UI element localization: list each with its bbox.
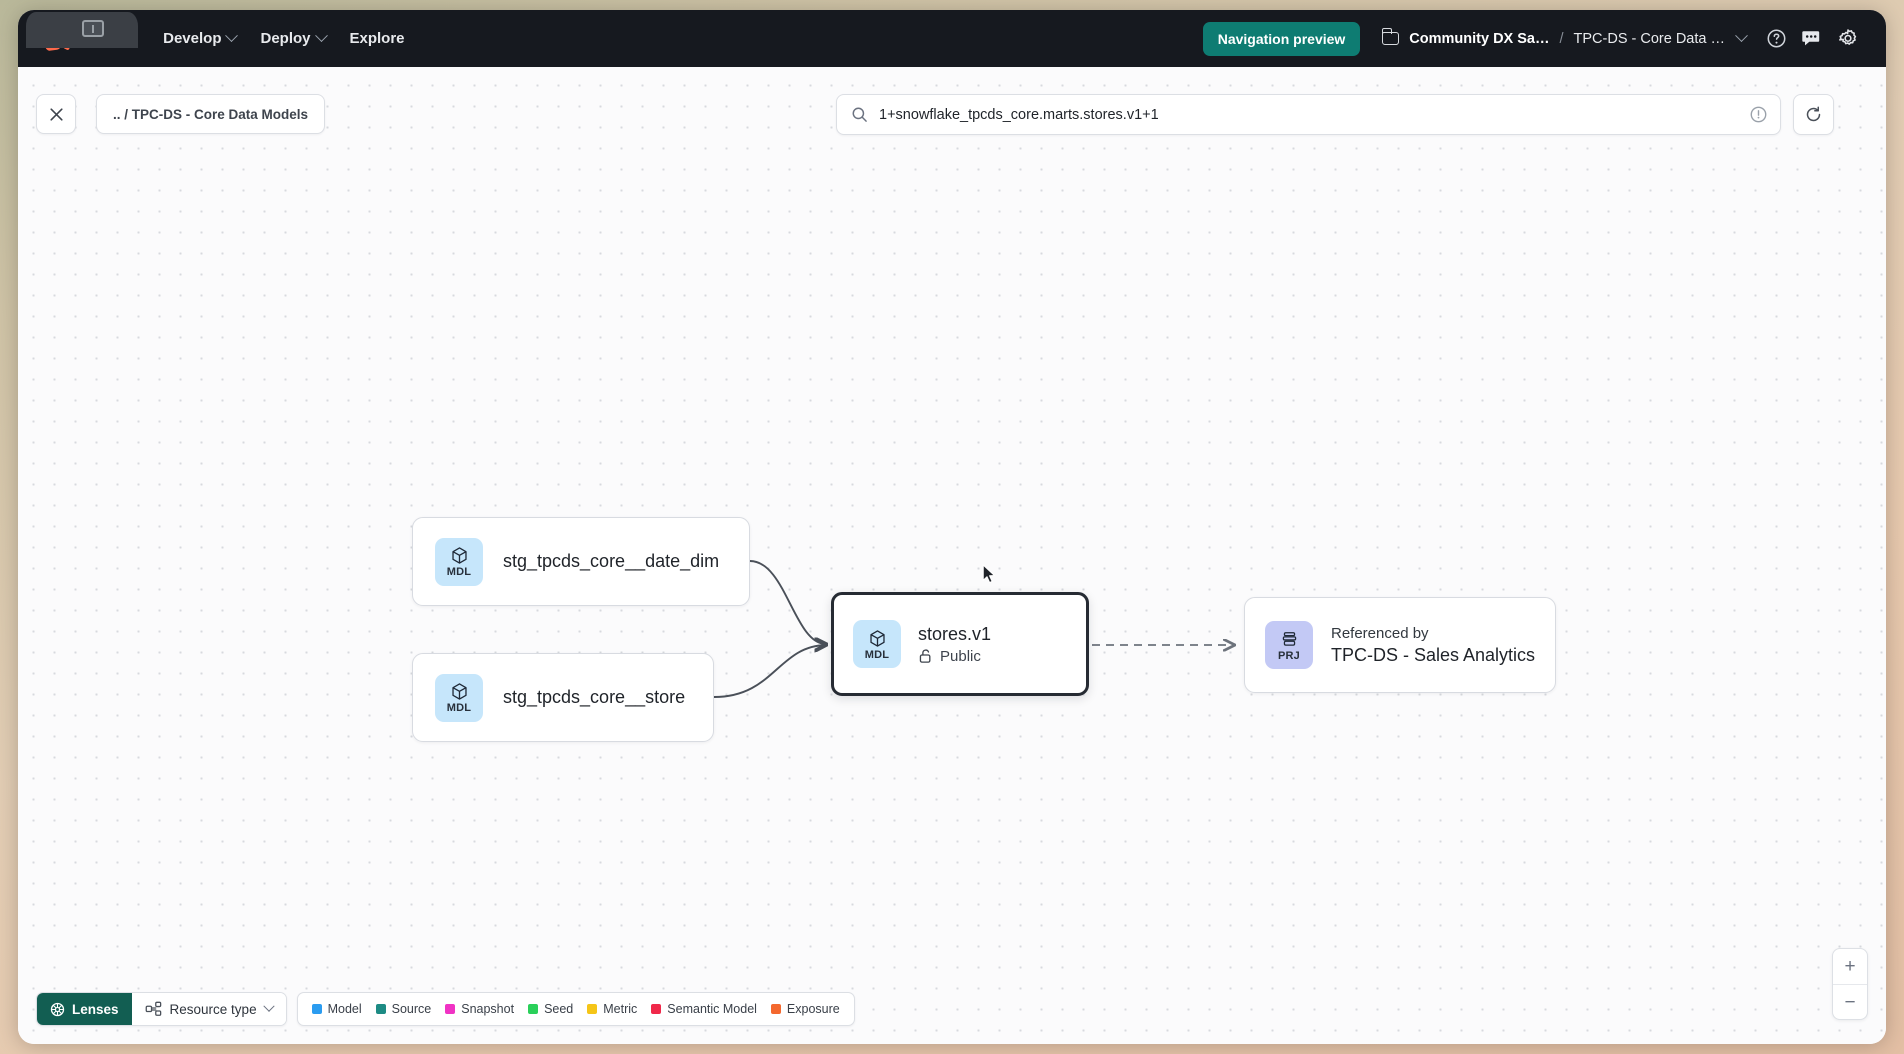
lineage-graph-canvas[interactable]: MDL stg_tpcds_core__date_dim MDL stg_tpc… <box>18 67 1886 1044</box>
lenses-label: Lenses <box>72 1001 119 1017</box>
legend-label: Metric <box>603 1002 638 1016</box>
app-window: dbt Develop Deploy Explore Navigation pr… <box>18 10 1886 1044</box>
close-button[interactable] <box>36 94 76 134</box>
account-project-breadcrumb: Community DX Sa… / TPC-DS - Core Data … <box>1381 28 1748 47</box>
chevron-down-icon[interactable] <box>1735 29 1748 43</box>
graph-node-text-stack: stores.v1 Public <box>918 624 991 665</box>
chevron-down-icon <box>314 29 328 43</box>
project-badge-label: PRJ <box>1278 649 1300 662</box>
legend-item-metric: Metric <box>587 1002 637 1016</box>
graph-node-referenced-by-project[interactable]: PRJ Referenced by TPC-DS - Sales Analyti… <box>1244 597 1556 693</box>
install-app-icon <box>82 20 104 37</box>
lenses-button[interactable]: Lenses <box>37 993 132 1025</box>
nav-item-deploy[interactable]: Deploy <box>248 22 337 55</box>
graph-node-stores-v1[interactable]: MDL stores.v1 Public <box>831 592 1089 696</box>
search-area <box>836 94 1834 135</box>
cube-icon <box>869 629 885 647</box>
graph-node-title: TPC-DS - Sales Analytics <box>1331 644 1536 665</box>
legend-label: Source <box>391 1002 432 1016</box>
graph-node-title: stg_tpcds_core__store <box>503 687 686 707</box>
zoom-controls: + − <box>1832 948 1868 1020</box>
breadcrumb-account[interactable]: Community DX Sa… <box>1409 30 1550 47</box>
legend-label: Model <box>327 1002 362 1016</box>
legend-label: Seed <box>544 1002 574 1016</box>
graph-node-kicker: Referenced by <box>1331 624 1429 642</box>
close-icon <box>49 107 63 121</box>
browser-tab-remnant <box>26 12 138 48</box>
nav-item-explore-label: Explore <box>349 30 405 47</box>
legend-item-seed: Seed <box>528 1002 573 1016</box>
lineage-graph: MDL stg_tpcds_core__date_dim MDL stg_tpc… <box>18 67 1886 1044</box>
refresh-icon <box>1806 106 1821 122</box>
search-input[interactable] <box>879 106 1738 123</box>
gear-icon[interactable] <box>1834 25 1862 53</box>
resource-type-label: Resource type <box>169 1001 257 1017</box>
nav-item-develop-label: Develop <box>163 30 222 47</box>
chevron-down-icon <box>262 1000 275 1012</box>
edge-date-dim-to-stores <box>749 560 826 644</box>
legend-swatch <box>651 1004 662 1014</box>
model-badge: MDL <box>435 673 483 722</box>
model-badge: MDL <box>853 620 901 668</box>
legend-swatch <box>587 1004 598 1014</box>
legend-item-snapshot: Snapshot <box>445 1002 514 1016</box>
graph-node-access: Public <box>918 648 991 665</box>
graph-node-access-label: Public <box>940 647 981 665</box>
legend-swatch <box>528 1004 539 1014</box>
legend-swatch <box>770 1004 781 1014</box>
graph-node-title: stores.v1 <box>918 623 992 644</box>
legend-label: Snapshot <box>461 1002 515 1016</box>
legend-item-semantic-model: Semantic Model <box>651 1002 757 1016</box>
resource-type-filter[interactable]: Resource type <box>131 993 286 1025</box>
feedback-chat-icon[interactable] <box>1798 25 1826 53</box>
chevron-down-icon <box>225 29 239 43</box>
graph-node-title: stg_tpcds_core__date_dim <box>503 551 720 571</box>
breadcrumb-separator: / <box>1559 30 1564 47</box>
cube-icon <box>451 683 467 700</box>
info-circle-icon <box>1750 106 1767 123</box>
legend-label: Semantic Model <box>667 1002 757 1016</box>
zoom-in-button[interactable]: + <box>1844 956 1856 977</box>
refresh-button[interactable] <box>1793 94 1834 135</box>
lineage-edges <box>713 560 1886 698</box>
search-field[interactable] <box>836 94 1781 135</box>
top-navigation-bar: dbt Develop Deploy Explore Navigation pr… <box>18 10 1886 67</box>
nodes-icon <box>145 1001 161 1016</box>
nav-item-explore[interactable]: Explore <box>338 22 417 55</box>
legend-item-model: Model <box>311 1002 362 1016</box>
model-badge-label: MDL <box>446 566 472 578</box>
model-badge: MDL <box>435 537 483 586</box>
legend-swatch <box>375 1004 386 1014</box>
legend-item-exposure: Exposure <box>770 1002 840 1016</box>
graph-bottom-bar: Lenses Resource type Model <box>36 992 855 1026</box>
zoom-out-button[interactable]: − <box>1833 984 1867 1019</box>
graph-node-stg-tpcds-core-store[interactable]: MDL stg_tpcds_core__store <box>412 653 714 742</box>
nav-item-deploy-label: Deploy <box>260 30 311 47</box>
legend-swatch <box>311 1004 322 1014</box>
graph-node-text-stack: Referenced by TPC-DS - Sales Analytics <box>1331 625 1535 666</box>
legend-swatch <box>445 1004 456 1014</box>
graph-node-stg-tpcds-core-date-dim[interactable]: MDL stg_tpcds_core__date_dim <box>412 517 750 606</box>
help-circle-icon[interactable] <box>1762 25 1790 53</box>
breadcrumb-project-pill[interactable]: .. / TPC-DS - Core Data Models <box>96 94 326 134</box>
navigation-preview-button[interactable]: Navigation preview <box>1202 21 1361 56</box>
graph-toolbar: .. / TPC-DS - Core Data Models <box>18 67 1886 135</box>
resource-type-legend: Model Source Snapshot Seed Metric <box>296 992 855 1026</box>
edge-store-to-stores <box>713 645 826 698</box>
project-badge: PRJ <box>1265 621 1313 669</box>
model-badge-label: MDL <box>446 702 472 714</box>
legend-item-source: Source <box>375 1002 432 1016</box>
folder-icon <box>1381 28 1400 45</box>
legend-label: Exposure <box>786 1002 840 1016</box>
layers-icon <box>1282 631 1296 646</box>
model-badge-label: MDL <box>864 648 890 661</box>
nav-item-develop[interactable]: Develop <box>151 22 248 55</box>
unlock-icon <box>919 649 931 663</box>
breadcrumb-project[interactable]: TPC-DS - Core Data … <box>1573 30 1725 47</box>
lens-control-group: Lenses Resource type <box>36 992 287 1026</box>
search-icon <box>852 107 867 122</box>
lens-icon <box>50 1002 65 1016</box>
cube-icon <box>451 547 467 564</box>
